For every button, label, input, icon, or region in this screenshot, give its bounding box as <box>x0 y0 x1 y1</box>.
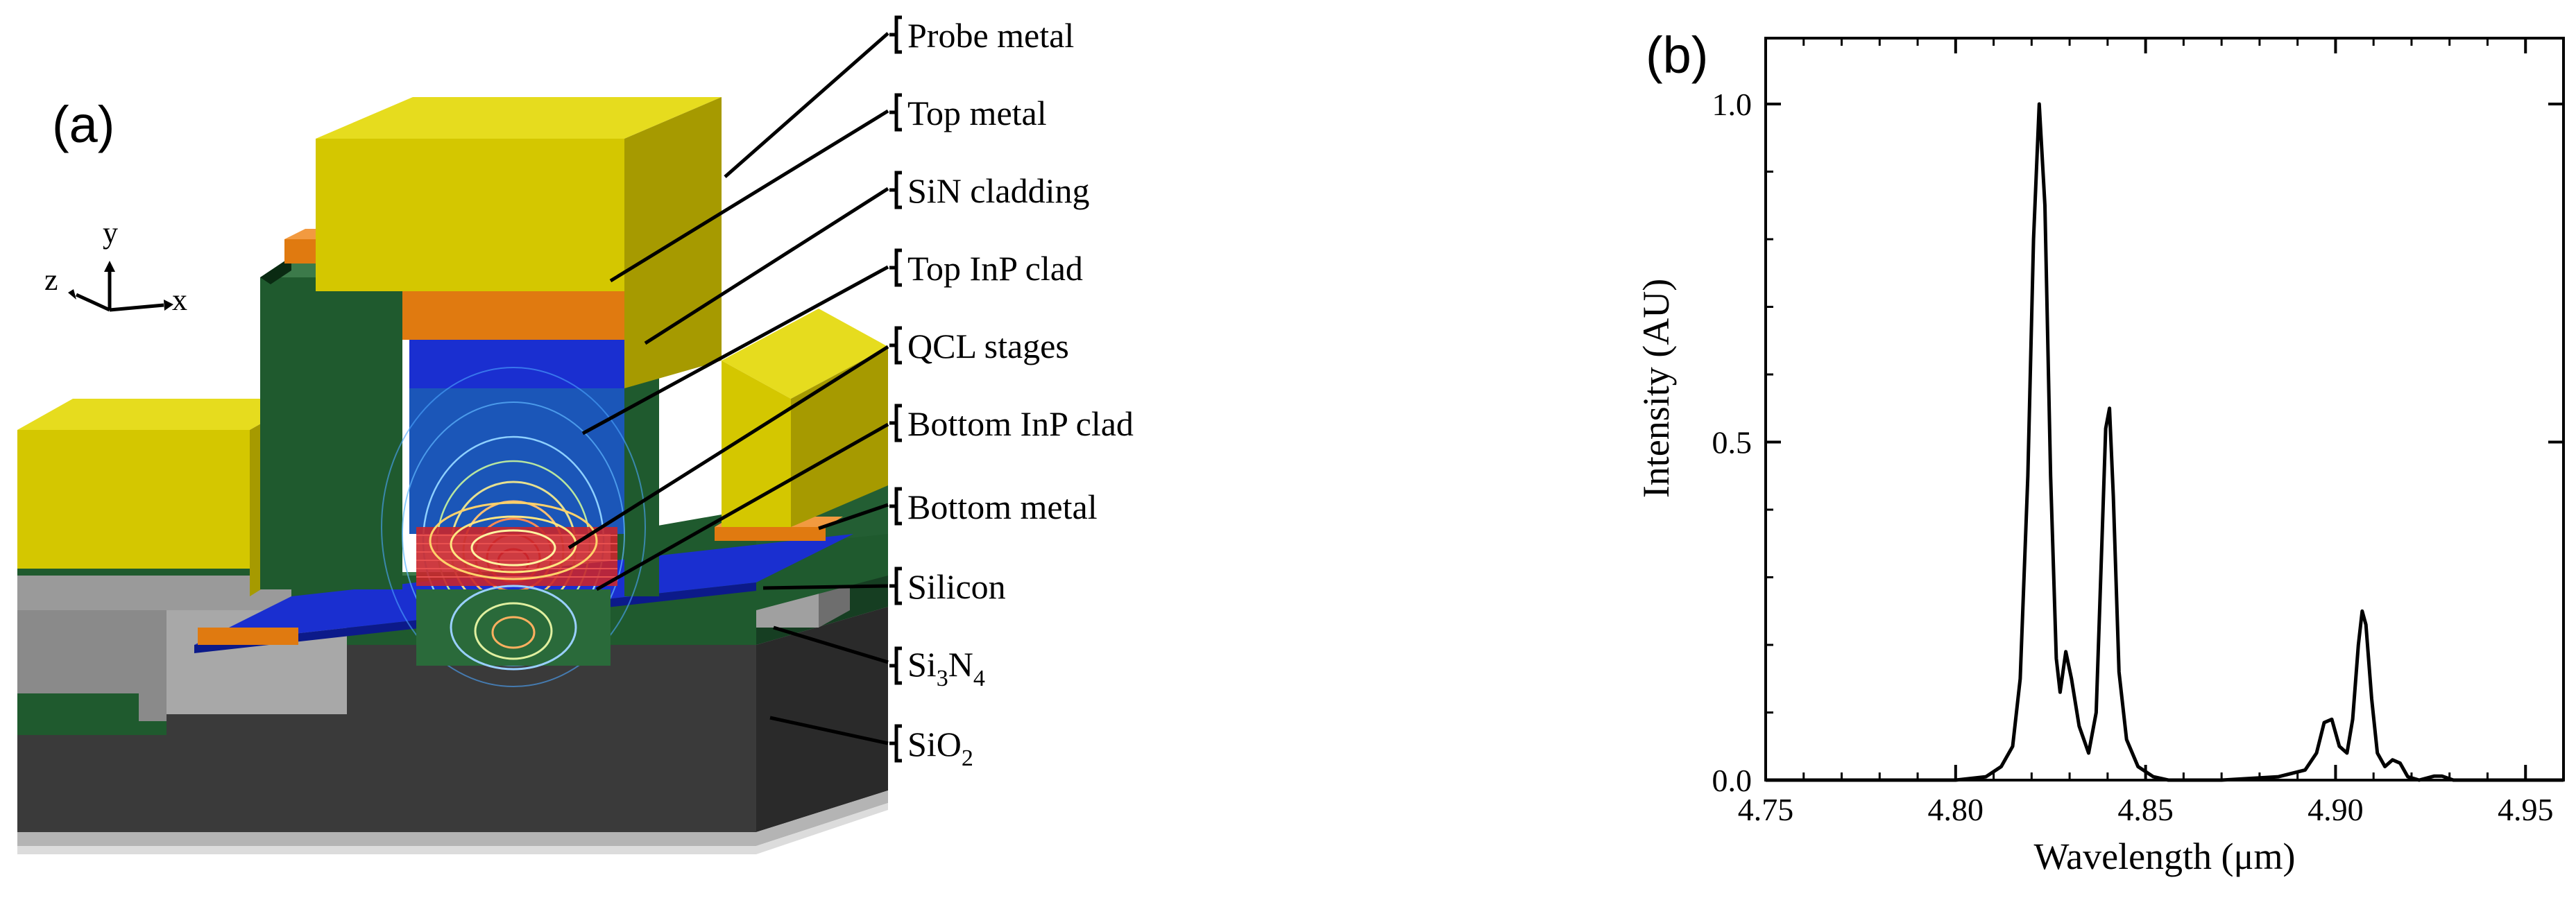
y-ticks: 0.0 0.5 1.0 <box>1712 87 2564 798</box>
x-axis-title: Wavelength (μm) <box>2034 836 2296 877</box>
panel-b-spectrum-chart: (b) 4.75 4.80 4.85 4.90 4.95 0.0 0.5 1.0 Wavel… <box>1635 26 2565 877</box>
y-axis-label: y <box>103 216 118 250</box>
y-tick-label: 0.0 <box>1712 763 1752 798</box>
y-axis-title: Intensity (AU) <box>1635 279 1677 498</box>
callout-lines <box>568 32 889 745</box>
coordinate-axes: x y z <box>44 216 187 317</box>
z-axis-label: z <box>44 263 58 297</box>
x-ticks: 4.75 4.80 4.85 4.90 4.95 <box>1738 38 2565 827</box>
x-tick-label: 4.95 <box>2498 792 2554 827</box>
panel-b-label: (b) <box>1646 26 1708 84</box>
label-sio2: SiO2 <box>907 725 973 771</box>
panel-a-device-schematic: (a) x y z <box>17 15 1134 854</box>
plot-frame <box>1764 37 2565 781</box>
x-tick-label: 4.85 <box>2117 792 2174 827</box>
spectrum-series-line <box>1766 102 2564 782</box>
x-tick-label: 4.90 <box>2308 792 2364 827</box>
x-tick-label: 4.80 <box>1928 792 1984 827</box>
label-top-inp-clad: Top InP clad <box>907 249 1083 288</box>
y-tick-label: 1.0 <box>1712 87 1752 122</box>
label-probe-metal: Probe metal <box>907 16 1074 55</box>
label-sin-cladding: SiN cladding <box>907 171 1089 210</box>
label-silicon: Silicon <box>907 567 1006 606</box>
y-tick-label: 0.5 <box>1712 425 1752 460</box>
x-axis-label: x <box>172 283 187 317</box>
x-tick-label: 4.75 <box>1738 792 1794 827</box>
label-bottom-inp-clad: Bottom InP clad <box>907 404 1134 443</box>
right-probe-metal <box>722 309 888 527</box>
central-probe-metal <box>316 97 722 388</box>
label-top-metal: Top metal <box>907 94 1047 132</box>
layer-labels: Probe metal Top metal SiN cladding Top I… <box>907 16 1134 771</box>
lower-mode-region <box>416 585 611 671</box>
label-qcl-stages: QCL stages <box>907 327 1069 365</box>
panel-a-label: (a) <box>52 96 114 153</box>
label-brackets <box>889 15 902 763</box>
label-si3n4: Si3N4 <box>907 645 985 691</box>
label-bottom-metal: Bottom metal <box>907 487 1098 526</box>
